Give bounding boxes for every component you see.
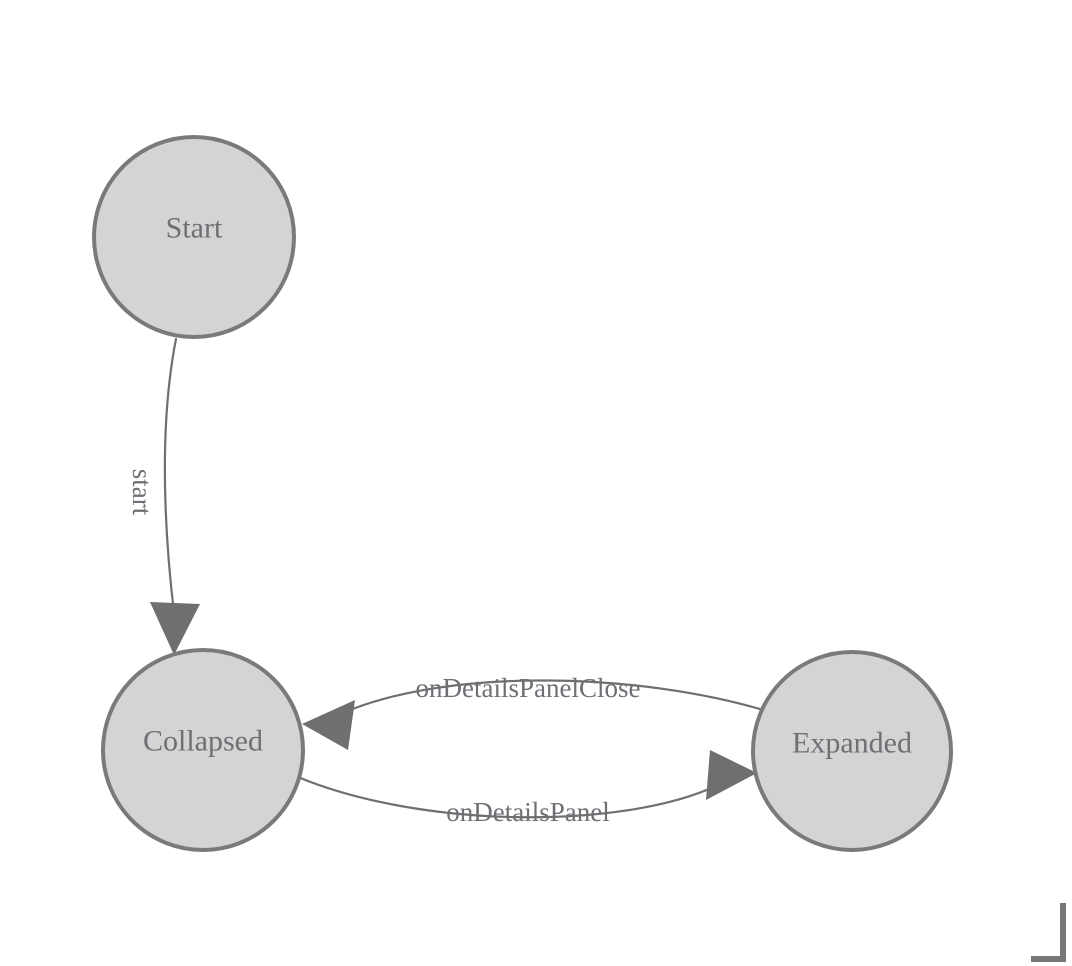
state-circle-collapsed	[101, 648, 305, 852]
corner-bracket-icon	[1031, 903, 1066, 962]
edge-path-start-to-collapsed	[163, 337, 178, 615]
state-label-start: Start	[166, 212, 223, 245]
transition-label-on-details-panel: onDetailsPanel	[446, 797, 609, 827]
transition-label-start: start	[127, 469, 157, 516]
transition-collapsed-to-expanded[interactable]	[296, 750, 757, 819]
edge-path-expanded-to-collapsed	[343, 679, 772, 714]
arrowhead-into-collapsed-left	[302, 700, 355, 750]
transition-start-to-collapsed[interactable]	[150, 337, 200, 655]
edge-path-collapsed-to-expanded	[296, 775, 718, 819]
state-node-start[interactable]: Start	[92, 135, 296, 339]
state-label-collapsed: Collapsed	[143, 725, 263, 758]
arrowhead-into-expanded-right	[706, 750, 757, 800]
state-circle-expanded	[751, 650, 953, 852]
transition-expanded-to-collapsed[interactable]	[302, 679, 772, 750]
state-node-expanded[interactable]: Expanded	[751, 650, 953, 852]
state-node-collapsed[interactable]: Collapsed	[101, 648, 305, 852]
arrowhead-into-collapsed-top	[150, 602, 200, 655]
transition-label-on-details-panel-close: onDetailsPanelClose	[416, 673, 641, 703]
state-label-expanded: Expanded	[792, 727, 912, 760]
state-circle-start	[92, 135, 296, 339]
